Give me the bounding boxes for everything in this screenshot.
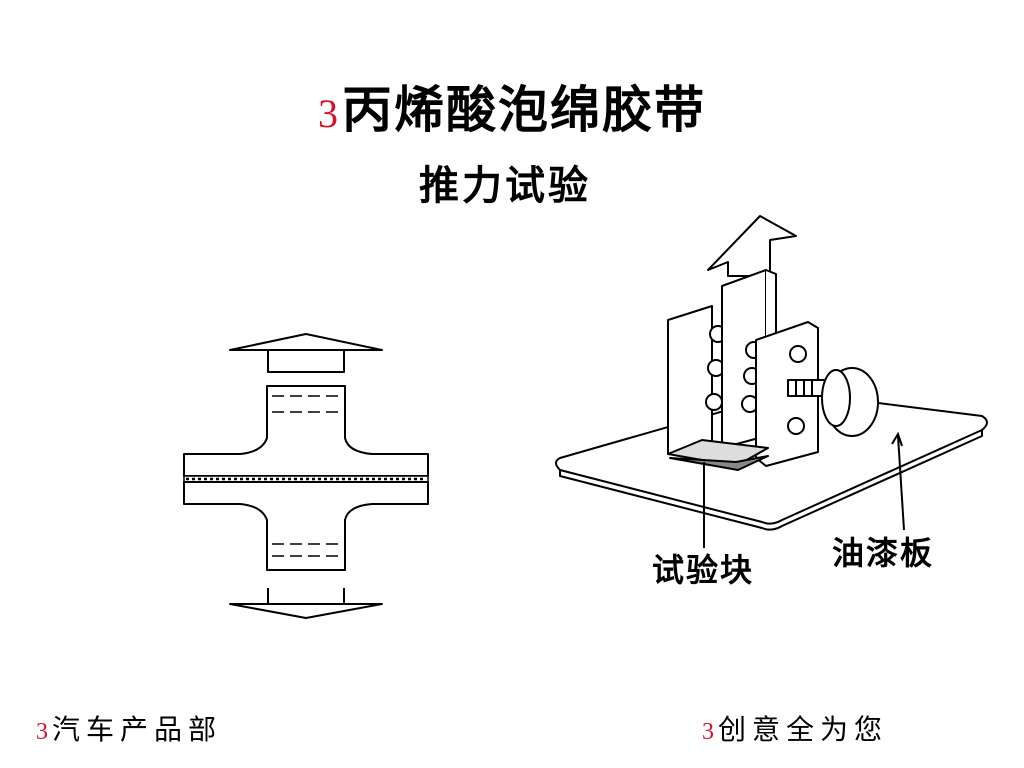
down-arrow-icon (229, 603, 383, 619)
footer-left-number: 3 (36, 719, 48, 745)
paint-panel-label: 油漆板 (832, 534, 935, 572)
pull-arrow-icon (707, 215, 797, 277)
footer-right-text: 创意全为您 (718, 713, 889, 746)
page-title: 3丙烯酸泡绵胶带 (0, 78, 1024, 146)
title-text: 丙烯酸泡绵胶带 (342, 80, 706, 139)
push-test-fixture (555, 215, 988, 531)
up-arrow-icon (229, 333, 383, 351)
footer-right-number: 3 (702, 719, 714, 745)
title-number: 3 (318, 91, 340, 136)
footer-left-text: 汽车产品部 (52, 713, 223, 746)
test-block-label: 试验块 (652, 551, 755, 589)
page-subtitle: 推力试验 (419, 162, 591, 209)
